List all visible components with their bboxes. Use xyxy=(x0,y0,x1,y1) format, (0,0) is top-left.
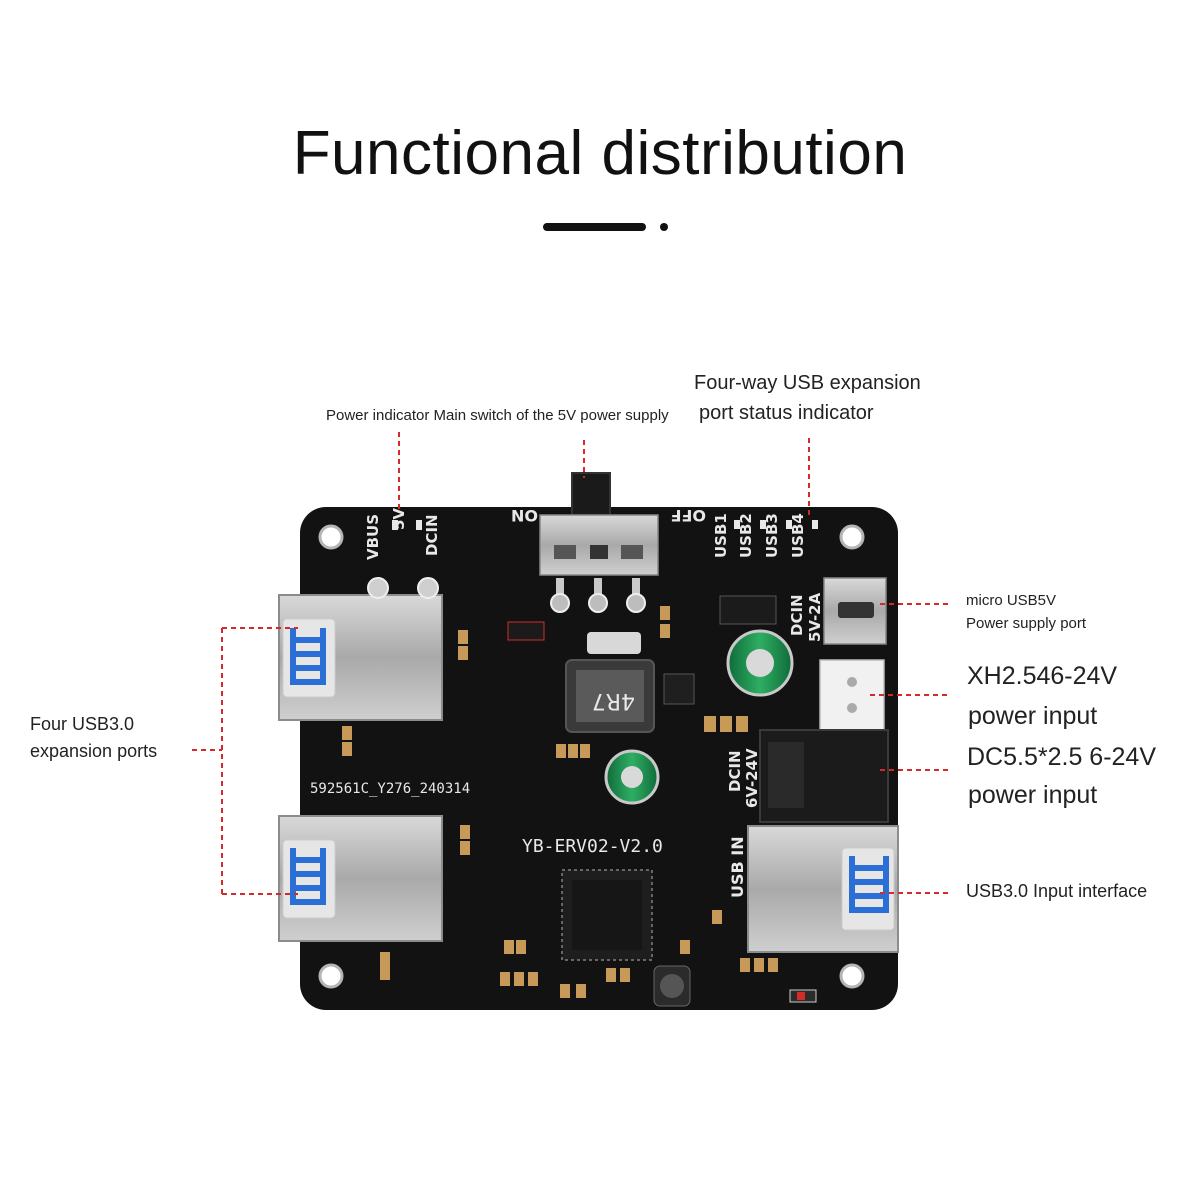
page-title: Functional distribution xyxy=(292,119,908,188)
title-underline xyxy=(543,223,646,231)
label-dc-line1: DC5.5*2.5 6-24V xyxy=(967,743,1157,771)
usb-expansion-port-top xyxy=(278,577,443,721)
silk-on: ON xyxy=(511,506,538,525)
label-four-way-line2: port status indicator xyxy=(699,402,874,424)
silk-dcin-24v-rating: 6V-24V xyxy=(743,748,761,808)
silk-off: OFF xyxy=(671,506,706,525)
dc-jack xyxy=(759,729,889,823)
silk-dcin-5v-rating: 5V-2A xyxy=(806,592,824,642)
small-ic xyxy=(663,673,695,705)
board-model: YB-ERV02-V2.0 xyxy=(522,836,663,857)
label-xh-line1: XH2.546-24V xyxy=(967,662,1118,690)
capacitor-large xyxy=(726,629,794,697)
label-dc-line2: power input xyxy=(968,781,1098,809)
label-power-indicator: Power indicator Main switch of the 5V po… xyxy=(326,407,669,424)
tvs-diode xyxy=(507,621,545,641)
fuse xyxy=(587,632,641,654)
label-four-usb-line2: expansion ports xyxy=(30,741,158,761)
silk-usb3: USB3 xyxy=(763,513,781,558)
mounting-holes xyxy=(318,524,865,989)
board-serial: 592561C_Y276_240314 xyxy=(310,781,470,797)
label-four-usb-line1: Four USB3.0 xyxy=(30,714,135,734)
silk-dcin: DCIN xyxy=(423,514,441,556)
capacitor-small xyxy=(604,749,660,805)
micro-usb-port xyxy=(823,577,887,645)
silk-usb-in: USB IN xyxy=(728,836,747,898)
power-switch xyxy=(539,472,659,613)
silk-inductor: 4R7 xyxy=(592,688,635,713)
silk-dcin-24v: DCIN xyxy=(726,750,744,792)
label-xh-line2: power input xyxy=(968,702,1098,730)
silk-usb4: USB4 xyxy=(789,513,807,558)
smd-passives xyxy=(342,606,778,998)
hub-controller-chip xyxy=(561,869,653,961)
usb-input-port xyxy=(747,825,899,953)
title-dot xyxy=(660,223,668,231)
label-four-way-line1: Four-way USB expansion xyxy=(694,372,921,394)
leader-lines xyxy=(192,432,948,895)
label-micro-usb-line2: Power supply port xyxy=(966,615,1087,632)
inductor xyxy=(565,659,655,733)
status-leds-usb xyxy=(734,520,818,529)
silk-dcin-5v: DCIN xyxy=(788,594,806,636)
status-leds-left xyxy=(392,520,422,530)
diode xyxy=(719,595,777,625)
usb-expansion-port-bottom xyxy=(278,815,443,942)
silk-usb2: USB2 xyxy=(737,513,755,558)
label-usb-input: USB3.0 Input interface xyxy=(966,881,1148,901)
silk-vbus: VBUS xyxy=(364,514,382,560)
silk-usb1: USB1 xyxy=(712,513,730,558)
label-micro-usb-line1: micro USB5V xyxy=(966,592,1057,609)
